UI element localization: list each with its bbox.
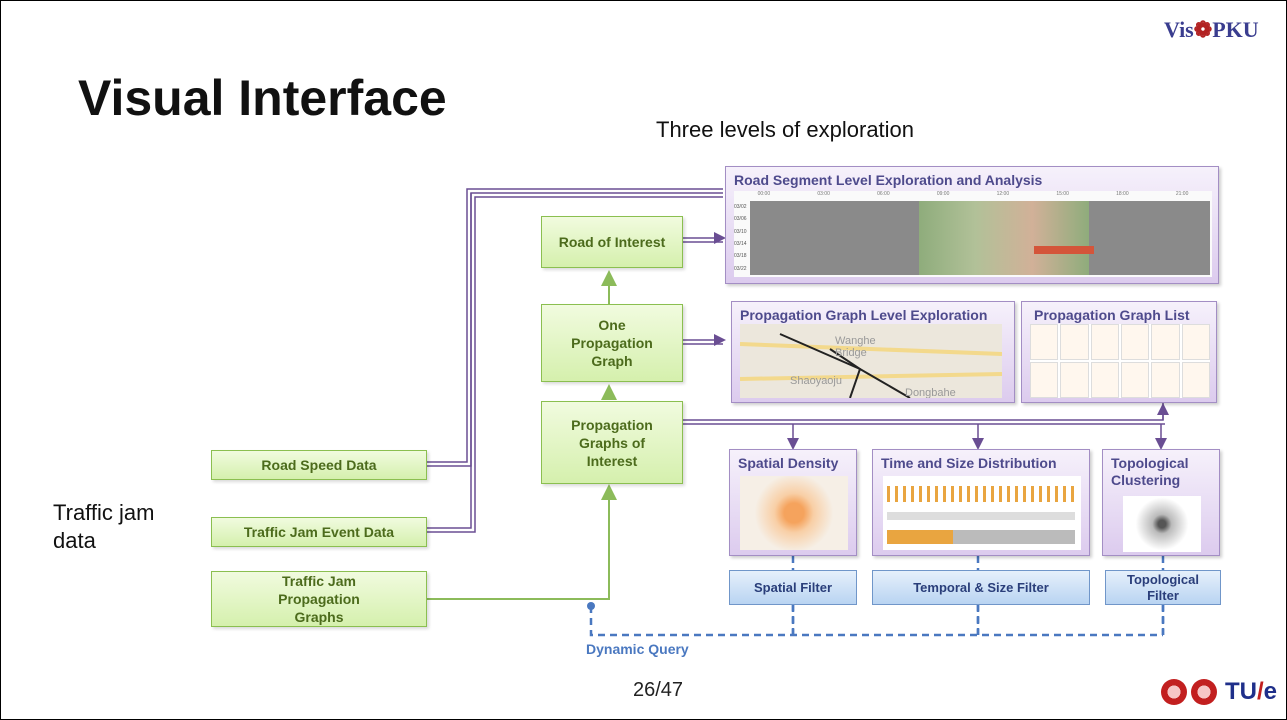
topological-filter-button[interactable]: Topological Filter bbox=[1105, 570, 1221, 605]
bottom-logos: TU/e bbox=[1161, 677, 1277, 707]
spatial-filter-button[interactable]: Spatial Filter bbox=[729, 570, 857, 605]
propagation-graph-level-view: Propagation Graph Level Exploration Wang… bbox=[731, 301, 1015, 403]
university-seal-icon bbox=[1191, 679, 1217, 705]
graph-thumb bbox=[1181, 362, 1210, 398]
graph-thumb bbox=[1030, 362, 1059, 398]
graph-thumb bbox=[1151, 324, 1180, 360]
graph-thumb bbox=[1181, 324, 1210, 360]
time-size-chart bbox=[883, 476, 1081, 550]
page-title: Visual Interface bbox=[78, 70, 447, 126]
road-of-interest-box: Road of Interest bbox=[541, 216, 683, 268]
tue-logo-text: TU/e bbox=[1225, 678, 1278, 705]
graph-thumb bbox=[1121, 324, 1150, 360]
dynamic-query-label: Dynamic Query bbox=[586, 641, 689, 657]
topological-clustering-view: Topological Clustering bbox=[1102, 449, 1220, 556]
spatial-density-map bbox=[740, 476, 848, 550]
graph-list-grid bbox=[1030, 324, 1210, 398]
propagation-graph-level-title: Propagation Graph Level Exploration bbox=[740, 307, 988, 323]
road-speed-data-box: Road Speed Data bbox=[211, 450, 427, 480]
road-segment-view-title: Road Segment Level Exploration and Analy… bbox=[734, 172, 1043, 188]
propagation-map-svg: Wanghe Bridge Shaoyaoju Dongbahe bbox=[740, 333, 1002, 398]
traffic-jam-data-label: Traffic jam data bbox=[53, 500, 155, 553]
svg-text:Bridge: Bridge bbox=[835, 347, 867, 359]
propagation-graphs-of-interest-box: Propagation Graphs of Interest bbox=[541, 401, 683, 484]
traffic-jam-event-data-box: Traffic Jam Event Data bbox=[211, 517, 427, 547]
graph-thumb bbox=[1090, 362, 1119, 398]
svg-text:Dongbahe: Dongbahe bbox=[905, 387, 956, 398]
size-bar bbox=[887, 512, 1075, 520]
cluster-plot bbox=[1123, 496, 1201, 552]
propagation-graph-list-title: Propagation Graph List bbox=[1034, 307, 1190, 323]
svg-text:Wanghe: Wanghe bbox=[835, 335, 876, 347]
graph-thumb bbox=[1121, 362, 1150, 398]
seal-icon: ❁ bbox=[1193, 17, 1213, 42]
subtitle: Three levels of exploration bbox=[656, 117, 915, 142]
graph-thumb bbox=[1060, 324, 1089, 360]
propagation-graph-list-view: Propagation Graph List bbox=[1021, 301, 1217, 403]
size-histogram bbox=[887, 530, 1075, 544]
time-size-distribution-view: Time and Size Distribution bbox=[872, 449, 1090, 556]
university-seal-icon bbox=[1161, 679, 1187, 705]
graph-thumb bbox=[1060, 362, 1089, 398]
temporal-size-filter-button[interactable]: Temporal & Size Filter bbox=[872, 570, 1090, 605]
spatial-density-view: Spatial Density bbox=[729, 449, 857, 556]
one-propagation-graph-box: One Propagation Graph bbox=[541, 304, 683, 382]
road-segment-view: Road Segment Level Exploration and Analy… bbox=[725, 166, 1219, 284]
spatial-density-title: Spatial Density bbox=[738, 455, 839, 471]
topological-clustering-title: Topological Clustering bbox=[1111, 455, 1189, 488]
time-size-distribution-title: Time and Size Distribution bbox=[881, 455, 1057, 471]
graph-thumb bbox=[1030, 324, 1059, 360]
heatmap-active-band bbox=[919, 201, 1089, 275]
vispku-logo: Vis❁PKU bbox=[1164, 17, 1259, 42]
graph-thumb bbox=[1151, 362, 1180, 398]
traffic-jam-propagation-graphs-box: Traffic Jam Propagation Graphs bbox=[211, 571, 427, 627]
graph-thumb bbox=[1090, 324, 1119, 360]
heatmap-hotspot bbox=[1034, 246, 1094, 254]
svg-text:Shaoyaoju: Shaoyaoju bbox=[790, 375, 842, 387]
time-histogram bbox=[887, 486, 1075, 502]
page-number: 26/47 bbox=[633, 679, 684, 701]
propagation-map: Wanghe Bridge Shaoyaoju Dongbahe bbox=[740, 324, 1002, 398]
